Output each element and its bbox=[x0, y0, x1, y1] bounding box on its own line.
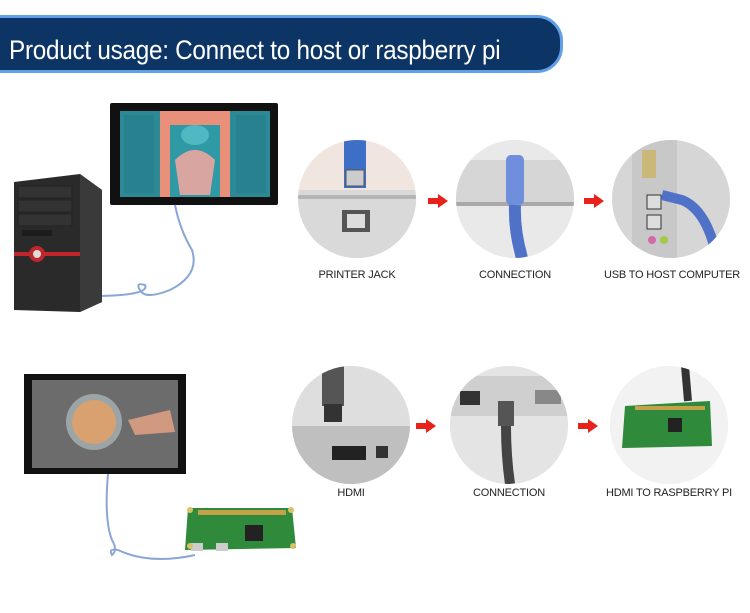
pi-illustration bbox=[24, 374, 296, 560]
step-image-usb-connection bbox=[456, 140, 574, 258]
step-label: PRINTER JACK bbox=[318, 269, 396, 281]
arrow-icon bbox=[416, 419, 436, 433]
step-image-hdmi bbox=[292, 366, 410, 484]
page-title: Product usage: Connect to host or raspbe… bbox=[9, 35, 501, 65]
step-label: HDMI bbox=[337, 487, 365, 499]
arrow-icon bbox=[584, 194, 604, 208]
step-image-usb-to-host bbox=[612, 140, 730, 258]
usb-cable bbox=[99, 204, 195, 297]
step-label: USB TO HOST COMPUTER bbox=[604, 269, 740, 281]
raspberry-pi-image bbox=[185, 507, 296, 551]
monitor-image bbox=[24, 374, 186, 474]
arrow-icon bbox=[428, 194, 448, 208]
title-banner: Product usage: Connect to host or raspbe… bbox=[0, 15, 563, 73]
arrow-icon bbox=[578, 419, 598, 433]
step-label: HDMI TO RASPBERRY PI bbox=[605, 487, 732, 499]
step-label: CONNECTION bbox=[473, 487, 545, 499]
host-illustration bbox=[14, 103, 278, 312]
monitor-image bbox=[110, 103, 278, 205]
step-image-printer-jack bbox=[298, 140, 416, 258]
hdmi-cable bbox=[105, 473, 196, 560]
step-image-hdmi-connection bbox=[450, 366, 568, 484]
step-label: CONNECTION bbox=[479, 269, 551, 281]
step-image-hdmi-to-pi bbox=[610, 366, 728, 484]
pc-tower-image bbox=[14, 174, 102, 312]
